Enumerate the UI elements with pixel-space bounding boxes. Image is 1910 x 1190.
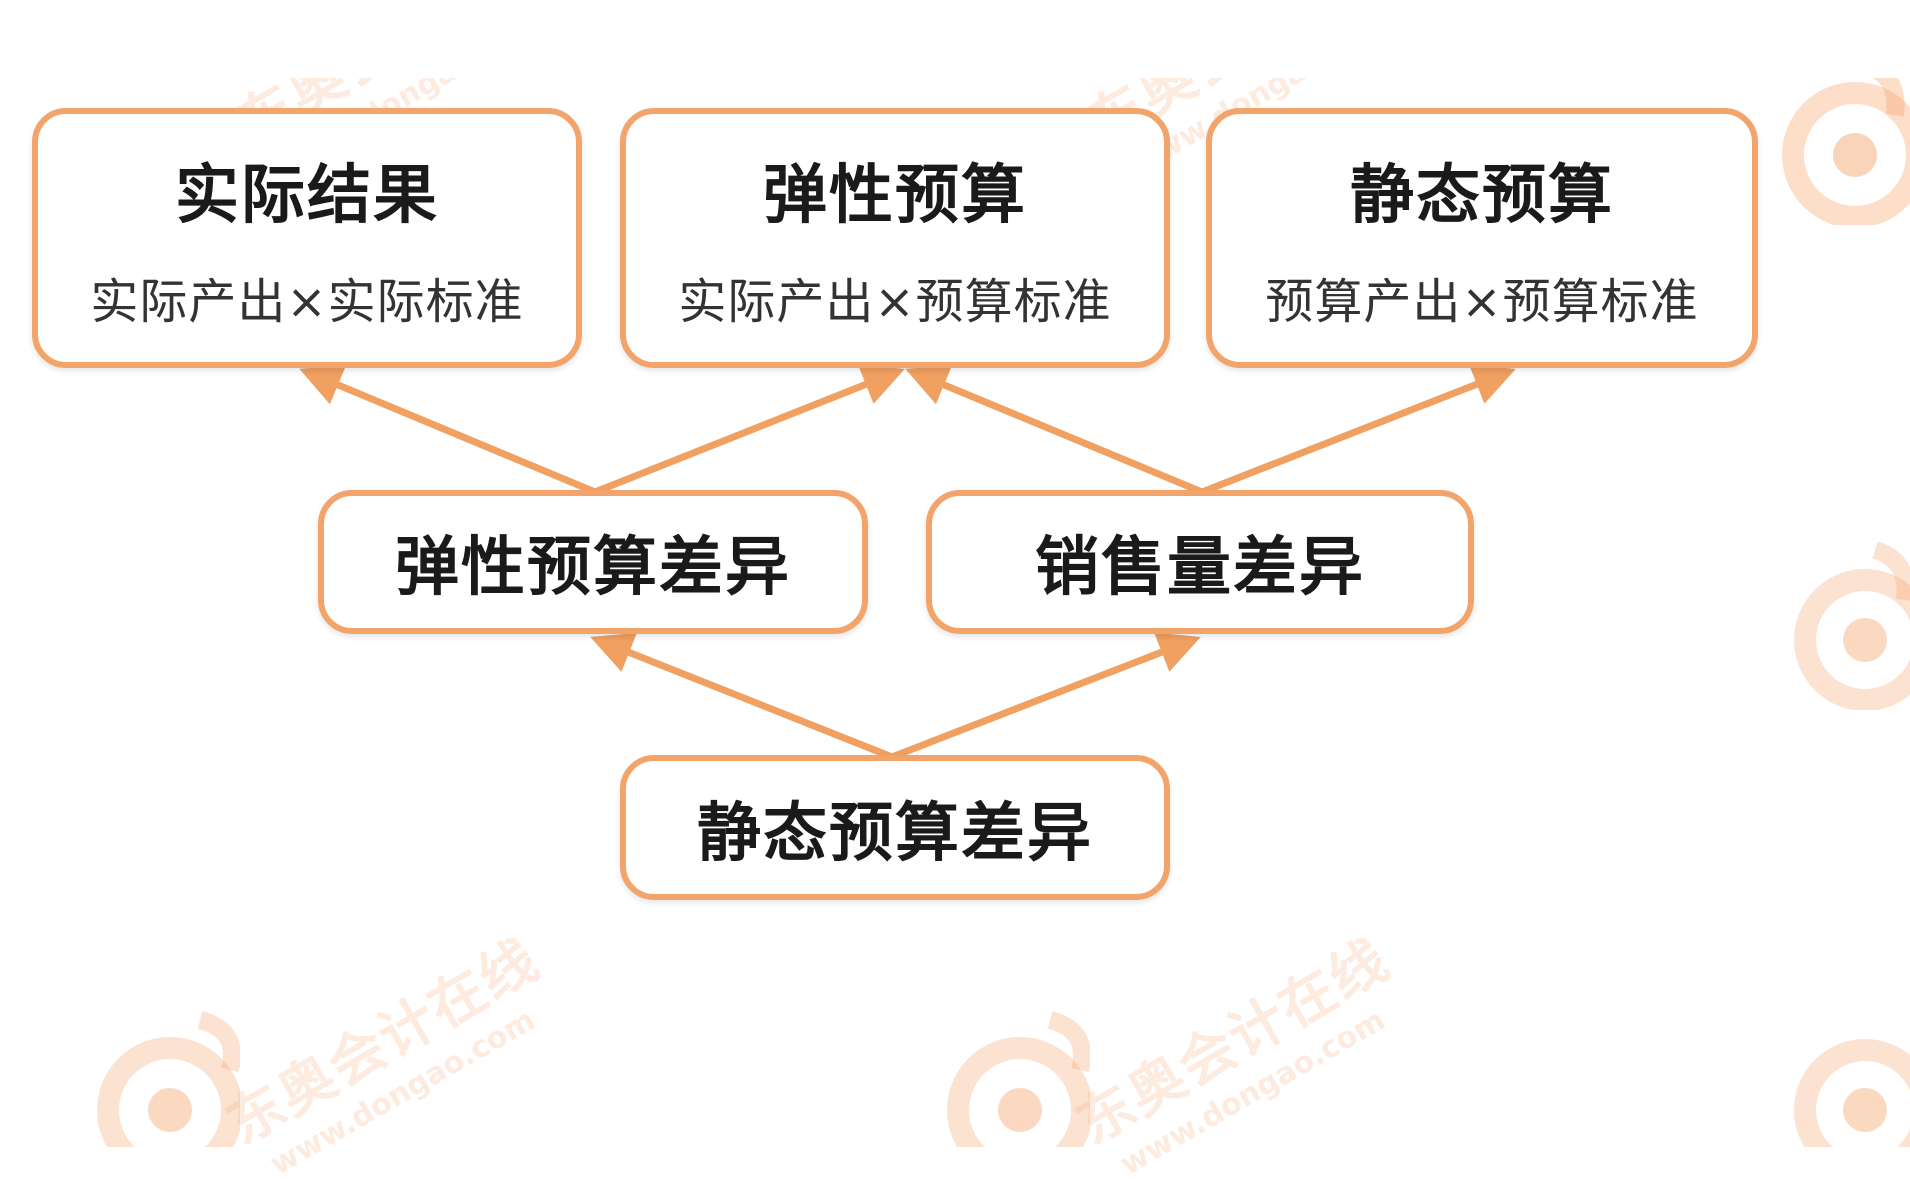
box-title: 弹性预算差异 — [395, 531, 791, 605]
arrow-to-static — [1198, 364, 1516, 496]
arrow-to-sales-volume — [888, 632, 1201, 761]
box-formula: 实际产出×预算标准 — [678, 274, 1112, 330]
box-static-budget: 静态预算 预算产出×预算标准 — [1206, 108, 1758, 368]
box-title: 实际结果 — [175, 159, 439, 233]
box-actual-result: 实际结果 实际产出×实际标准 — [32, 108, 582, 368]
arrow-to-flexible-2 — [905, 365, 1206, 496]
box-formula: 预算产出×预算标准 — [1265, 274, 1699, 330]
box-flexible-budget: 弹性预算 实际产出×预算标准 — [620, 108, 1170, 368]
box-title: 销售量差异 — [1035, 531, 1365, 605]
box-title: 静态预算差异 — [697, 796, 1093, 871]
box-title: 弹性预算 — [763, 159, 1027, 233]
box-title: 静态预算 — [1350, 159, 1614, 233]
arrows-layer — [299, 364, 1516, 761]
arrow-to-flex-variance — [590, 632, 896, 761]
box-sales-volume-variance: 销售量差异 — [926, 490, 1474, 634]
arrow-to-actual — [299, 365, 599, 496]
box-formula: 实际产出×实际标准 — [90, 274, 524, 330]
box-static-budget-variance: 静态预算差异 — [620, 755, 1170, 900]
top-crop-band — [0, 0, 1910, 78]
box-flexible-budget-variance: 弹性预算差异 — [318, 490, 868, 634]
arrow-to-flexible — [591, 364, 905, 496]
